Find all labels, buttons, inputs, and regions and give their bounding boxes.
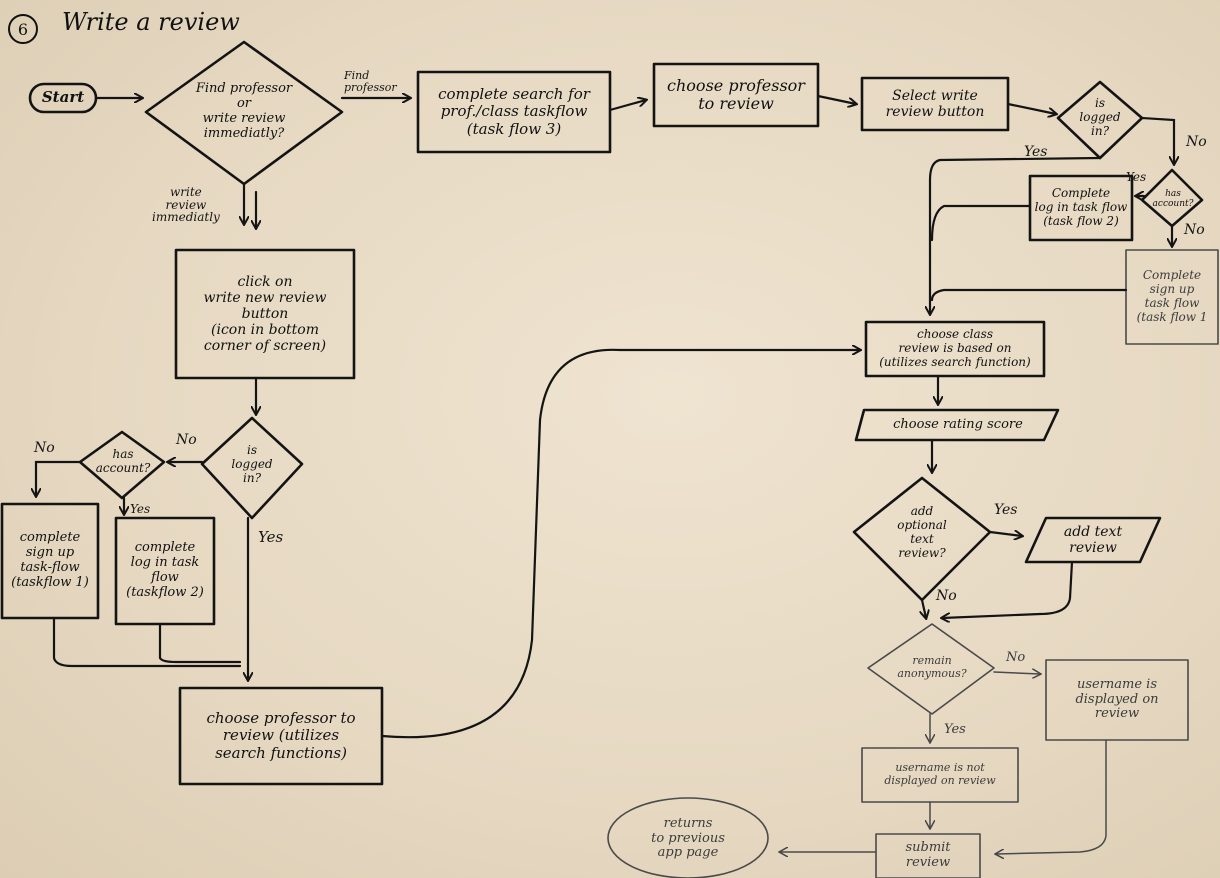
edge-anonymous-no [993, 672, 1040, 674]
edge-displayed-to-submit [996, 739, 1107, 854]
edge-label-yes-logged-top: Yes [1024, 144, 1048, 160]
signup-left-box [0, 502, 100, 620]
is-logged-in-top-label: is logged in? [1079, 96, 1121, 138]
has-account-top-label: has account? [1152, 188, 1194, 209]
search-taskflow-label: complete search for prof./class taskflow… [438, 85, 590, 138]
decision-remain-anonymous [867, 623, 995, 715]
add-text-review-label: add text review [1063, 523, 1123, 556]
username-not-displayed-box [861, 747, 1019, 803]
is-logged-in-left-label: is logged in? [231, 443, 273, 485]
username-displayed-label: username is displayed on review [1075, 676, 1159, 722]
edge-label-no-anonymous: No [1006, 650, 1026, 665]
signup-top-label: Complete sign up task flow (task flow 1 [1136, 268, 1208, 324]
submit-review-box [875, 833, 981, 878]
edge-logged-yes-top [930, 156, 1102, 314]
edge-account-no-left [36, 460, 82, 496]
edge-label-no-account-left: No [34, 440, 55, 456]
login-left-label: complete log in task flow (taskflow 2) [126, 540, 204, 600]
has-account-left-label: has account? [95, 447, 151, 475]
edge-signup-left-join [52, 616, 242, 668]
decision-has-account-left [78, 430, 166, 500]
add-optional-text-label: add optional text review? [897, 504, 947, 560]
decision-find-or-write-label: Find professor or write review immediatl… [195, 81, 293, 141]
edge-addtext-return [942, 560, 1074, 618]
edge-label-yes-logged-left: Yes [258, 528, 284, 546]
edge-select-to-logged [1006, 102, 1056, 114]
edge-label-no-logged-top: No [1186, 134, 1207, 150]
choose-professor-bottom-label: choose professor to review (utilizes sea… [206, 709, 356, 762]
returns-previous-terminal [607, 797, 769, 878]
remain-anonymous-label: remain anonymous? [897, 654, 967, 680]
choose-rating-label: choose rating score [893, 416, 1023, 432]
edge-login-top-join [930, 204, 1032, 242]
click-write-new-label: click on write new review button (icon i… [203, 273, 327, 355]
returns-previous-label: returns to previous app page [651, 815, 725, 861]
login-left-box [114, 516, 216, 626]
edge-label-write-immediatly: write review immediatly [152, 185, 220, 225]
edge-label-yes-text: Yes [994, 502, 1018, 518]
click-write-new-box [174, 248, 356, 380]
signup-top-box [1125, 249, 1219, 345]
edge-label-yes-anonymous: Yes [944, 722, 966, 737]
edge-text-no [922, 598, 926, 618]
edge-bottom-to-class [380, 350, 860, 739]
page-title: Write a review [62, 8, 240, 36]
edge-label-no-logged-left: No [176, 432, 197, 448]
edge-login-left-join [158, 622, 242, 664]
edge-label-yes-account-top: Yes [1126, 170, 1147, 184]
decision-logged-in-left [200, 416, 304, 520]
edge-choose-to-select [816, 94, 856, 104]
start-label: Start [41, 88, 85, 107]
edge-signup-top-join [930, 288, 1128, 302]
username-not-displayed-label: username is not displayed on review [884, 761, 996, 787]
edge-label-yes-account-left: Yes [130, 502, 151, 516]
search-taskflow-box [416, 70, 612, 154]
login-top-box [1028, 174, 1134, 242]
choose-class-label: choose class review is based on (utilize… [879, 327, 1031, 369]
select-write-review-label: Select write review button [885, 87, 985, 120]
edge-search-to-choose [608, 100, 646, 112]
username-displayed-box [1045, 659, 1189, 741]
choose-rating-parallelogram [854, 408, 1060, 442]
add-text-review-parallelogram [1024, 516, 1162, 564]
step-number: 6 [8, 14, 38, 44]
signup-left-label: complete sign up task-flow (taskflow 1) [11, 530, 89, 590]
edge-logged-no [1140, 116, 1174, 164]
edge-label-no-text: No [936, 588, 957, 604]
choose-class-box [864, 320, 1046, 378]
edge-label-find-professor: Find professor [344, 69, 397, 94]
edge-label-no-account-top: No [1184, 222, 1205, 238]
login-top-label: Complete log in task flow (task flow 2) [1034, 186, 1128, 228]
choose-professor-top-label: choose professor to review [667, 75, 805, 113]
submit-review-label: submit review [905, 840, 951, 870]
edge-text-yes [988, 532, 1022, 536]
